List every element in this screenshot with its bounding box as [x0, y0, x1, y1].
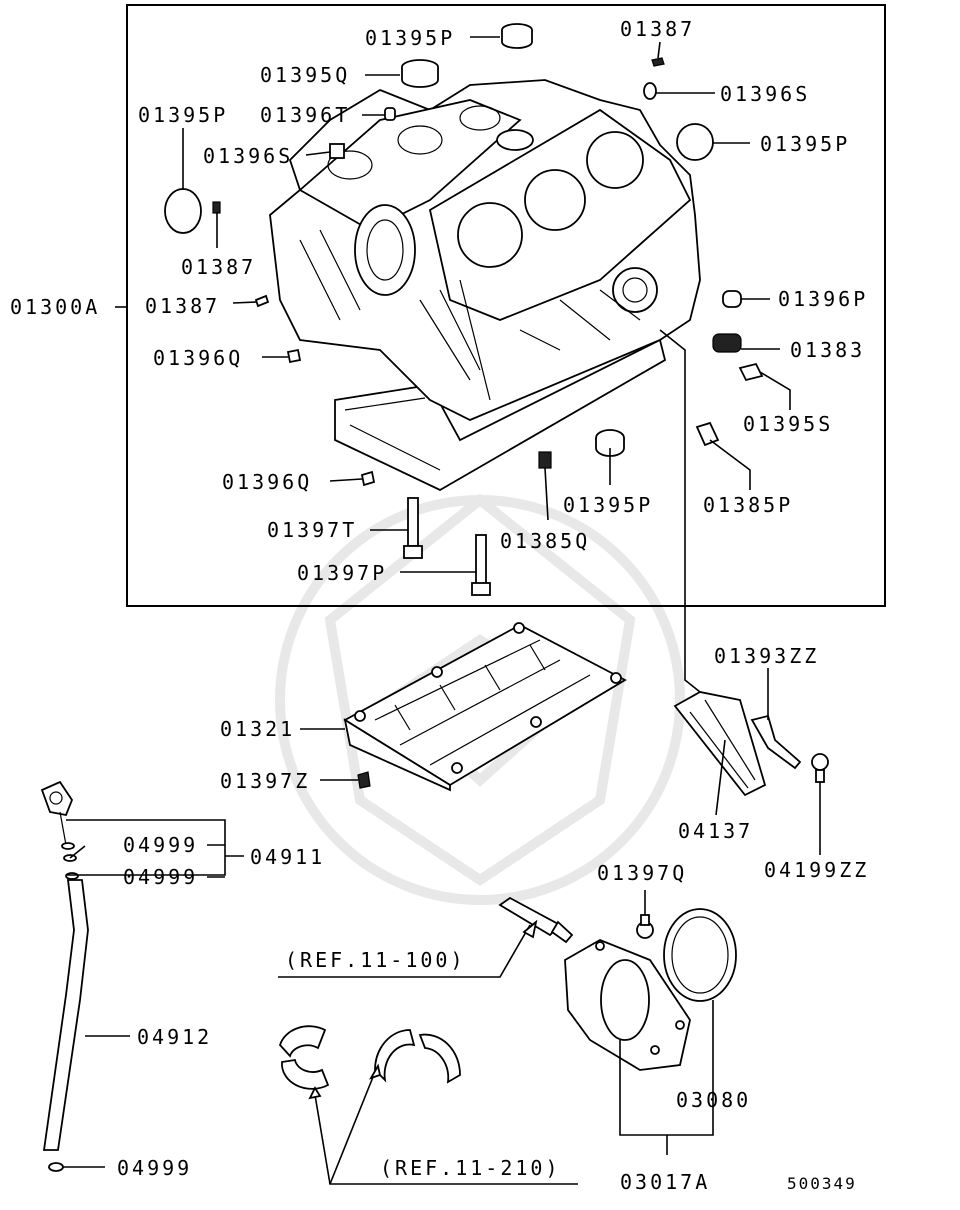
main-bearings [278, 1025, 461, 1090]
block-small-parts [164, 23, 764, 596]
clip-01393zz [750, 714, 802, 770]
label-04137: 04137 [678, 819, 753, 843]
bolt-01397z [357, 771, 371, 789]
block-assembly-frame [126, 4, 886, 607]
label-01393zz: 01393ZZ [714, 644, 819, 668]
label-01396p: 01396P [778, 287, 868, 311]
label-04999-a: 04999 [123, 833, 198, 857]
bolt-01397q [636, 914, 654, 939]
bedplate [343, 622, 627, 792]
label-04999-c: 04999 [117, 1156, 192, 1180]
label-01395p-right: 01395P [760, 132, 850, 156]
label-01395s: 01395S [743, 412, 833, 436]
label-04911: 04911 [250, 845, 325, 869]
label-01385p: 01385P [703, 493, 793, 517]
label-01321: 01321 [220, 717, 295, 741]
label-01387-left: 01387 [181, 255, 256, 279]
label-04999-b: 04999 [123, 865, 198, 889]
label-ref-11-210: (REF.11-210) [380, 1156, 561, 1180]
leader-lines [62, 36, 821, 1185]
label-01387-top: 01387 [620, 17, 695, 41]
label-01397q: 01397Q [597, 861, 687, 885]
label-ref-11-100: (REF.11-100) [285, 948, 466, 972]
label-01396s-right: 01396S [720, 82, 810, 106]
sealant-tube [498, 896, 574, 944]
bolt-04199zz [811, 753, 829, 783]
label-01383: 01383 [790, 338, 865, 362]
cylinder-block [269, 79, 701, 492]
label-04199zz: 04199ZZ [764, 858, 869, 882]
label-01396q-top: 01396Q [153, 346, 243, 370]
label-03080: 03080 [676, 1088, 751, 1112]
part-labels: 01395P 01387 01395Q 01396S 01395P 01396T… [10, 17, 869, 1194]
label-01395p-left: 01395P [138, 103, 228, 127]
bracket-04137 [673, 691, 767, 797]
label-01397t: 01397T [267, 518, 357, 542]
label-01387-mid: 01387 [145, 294, 220, 318]
label-01397p: 01397P [297, 561, 387, 585]
rear-oil-seal-case [564, 939, 691, 1071]
label-01395p-top: 01395P [365, 26, 455, 50]
label-01395p-bottom: 01395P [563, 493, 653, 517]
label-03017a: 03017A [620, 1170, 710, 1194]
label-01396q-bottom: 01396Q [222, 470, 312, 494]
label-04912: 04912 [137, 1025, 212, 1049]
oil-dipstick [40, 780, 89, 1172]
label-01397z: 01397Z [220, 769, 310, 793]
label-01396s-left: 01396S [203, 144, 293, 168]
label-01396t: 01396T [260, 103, 350, 127]
label-01395q: 01395Q [260, 63, 350, 87]
figure-id: 500349 [787, 1174, 857, 1193]
oil-seal-03080 [663, 908, 737, 1002]
label-01300a: 01300A [10, 295, 100, 319]
label-01385q: 01385Q [500, 529, 590, 553]
